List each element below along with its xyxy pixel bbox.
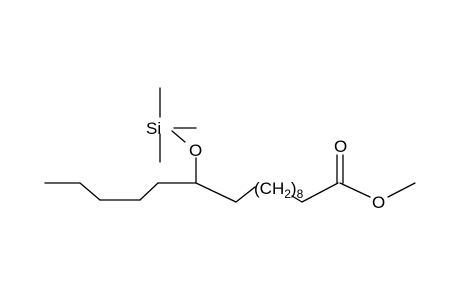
ester-oxygen-label: O: [372, 193, 385, 212]
ether-oxygen-label: O: [189, 141, 202, 160]
bond-c4-c5: [139, 182, 159, 201]
bond-carbonyl-c-ester-o: [339, 182, 371, 198]
ch2-group-label: (CH2)8: [254, 179, 304, 201]
repeat-count-subscript: 8: [297, 187, 304, 201]
bond-c6-c7: [195, 182, 237, 203]
bond-ester-o-methyl: [387, 182, 416, 198]
ch2-group-open: (CH: [254, 179, 284, 198]
si-label: Si: [146, 119, 161, 138]
bond-o-si: [171, 130, 186, 143]
ch2-h-subscript: 2: [284, 187, 291, 201]
bond-c2-c3: [79, 182, 101, 201]
carbonyl-oxygen-label: O: [334, 137, 347, 156]
ch2-group-close: ): [291, 179, 297, 198]
bond-c7-repeat: [235, 186, 256, 203]
bond-c-carbonyl-c: [301, 182, 339, 203]
bond-repeat-c: [291, 195, 303, 203]
